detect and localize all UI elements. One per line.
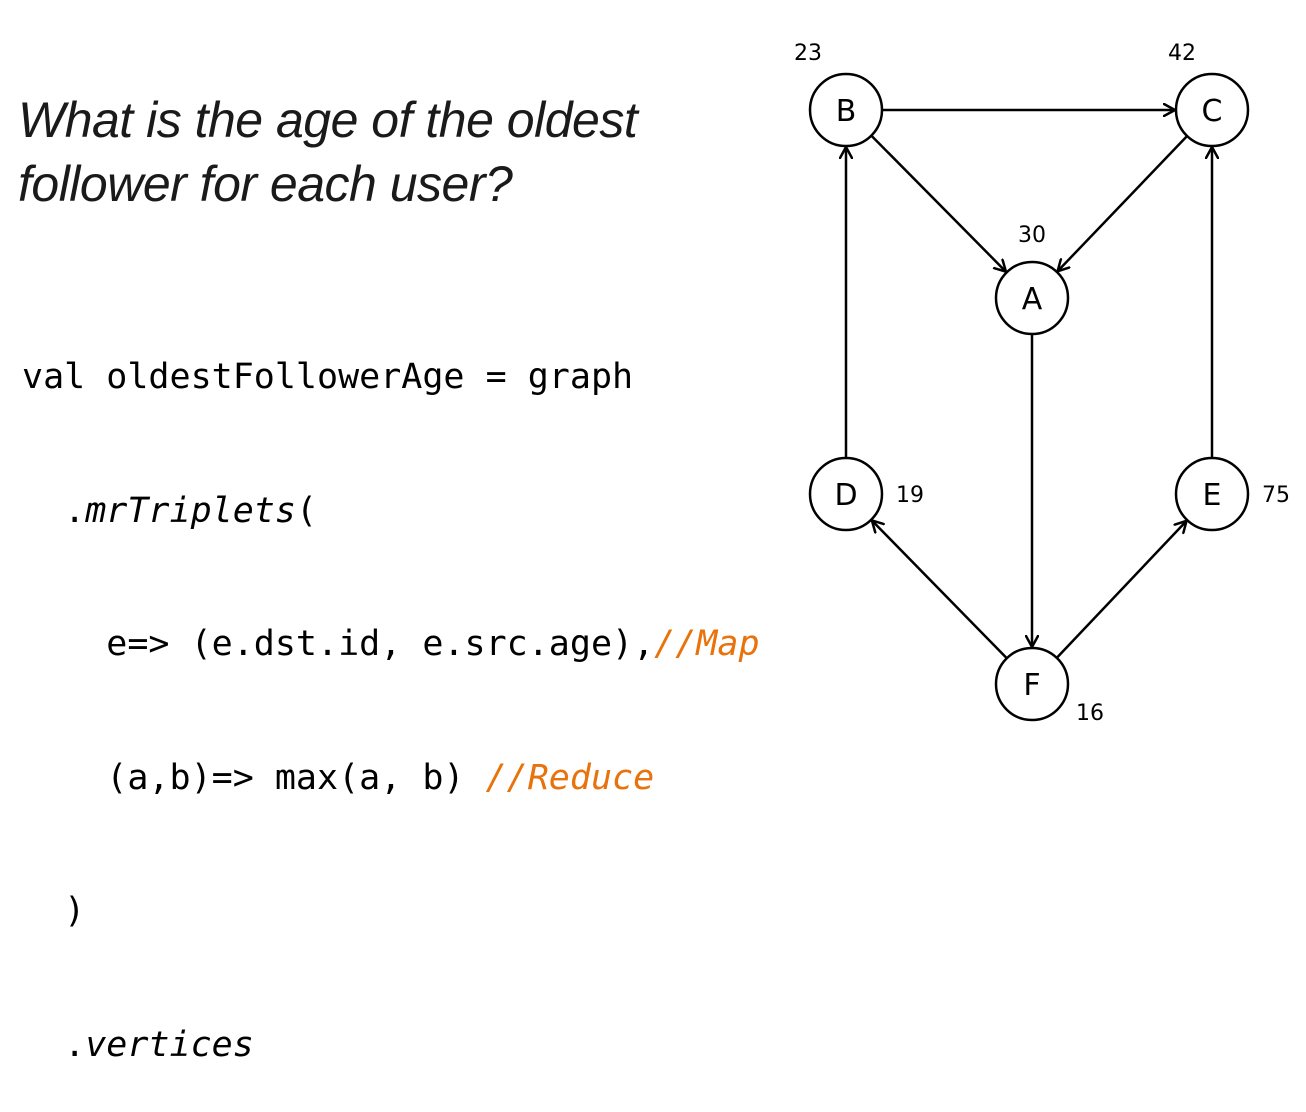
code-comment-reduce: //Reduce [485, 757, 655, 798]
node-circle-b [808, 72, 884, 148]
node-label-b: B [836, 94, 857, 129]
node-label-c: C [1202, 94, 1223, 129]
question-title-line-1: What is the age of the oldest [18, 92, 638, 148]
node-circle-f [994, 646, 1070, 722]
question-title: What is the age of the oldest follower f… [18, 88, 638, 216]
node-circle-e [1174, 456, 1250, 532]
code-dot: . [22, 1024, 86, 1065]
code-line-5: ) [22, 891, 86, 931]
node-age-c: 42 [1168, 41, 1196, 66]
code-line-4: (a,b)=> max(a, b) //Reduce [22, 756, 760, 801]
edges-layer [846, 110, 1212, 660]
node-age-d: 19 [896, 483, 924, 508]
node-f: F 16 [994, 646, 1104, 726]
code-comment-map: //Map [654, 624, 760, 664]
node-circle-a [994, 260, 1070, 336]
node-circle-d [808, 456, 884, 532]
node-d: D 19 [808, 456, 924, 532]
edge-f-to-e [1055, 521, 1187, 659]
code-reduce-function: (a,b)=> max(a, b) [22, 757, 486, 798]
node-label-a: A [1022, 282, 1043, 317]
follower-graph: B 23C 42A 30D 19 E 75F 16 [794, 41, 1290, 726]
node-label-f: F [1023, 668, 1040, 703]
node-e: E 75 [1174, 456, 1290, 532]
node-c: C 42 [1168, 41, 1250, 148]
code-line-3: e=> (e.dst.id, e.src.age),//Map [22, 622, 760, 667]
code-map-function: e=> (e.dst.id, e.src.age), [22, 624, 655, 664]
code-line-2: .mrTriplets( [22, 489, 760, 534]
node-label-e: E [1203, 478, 1222, 513]
node-age-f: 16 [1076, 701, 1104, 726]
code-dot: . [22, 490, 86, 531]
edge-b-to-a [870, 134, 1006, 272]
node-a: A 30 [994, 223, 1070, 336]
edge-c-to-a [1058, 135, 1189, 271]
node-b: B 23 [794, 41, 884, 148]
node-age-b: 23 [794, 41, 822, 66]
node-circle-c [1174, 72, 1250, 148]
edge-f-to-d [872, 520, 1008, 660]
node-label-d: D [834, 478, 857, 513]
node-age-e: 75 [1262, 483, 1290, 508]
code-line-1: val oldestFollowerAge = graph [22, 357, 634, 397]
code-open-paren: ( [295, 490, 318, 531]
nodes-layer: B 23C 42A 30D 19 E 75F 16 [794, 41, 1290, 726]
code-method-mrtriplets: mrTriplets [85, 490, 296, 531]
code-property-vertices: vertices [85, 1024, 254, 1065]
node-age-a: 30 [1018, 223, 1046, 248]
code-line-6: .vertices [22, 1023, 760, 1068]
question-title-line-2: follower for each user? [18, 156, 513, 212]
